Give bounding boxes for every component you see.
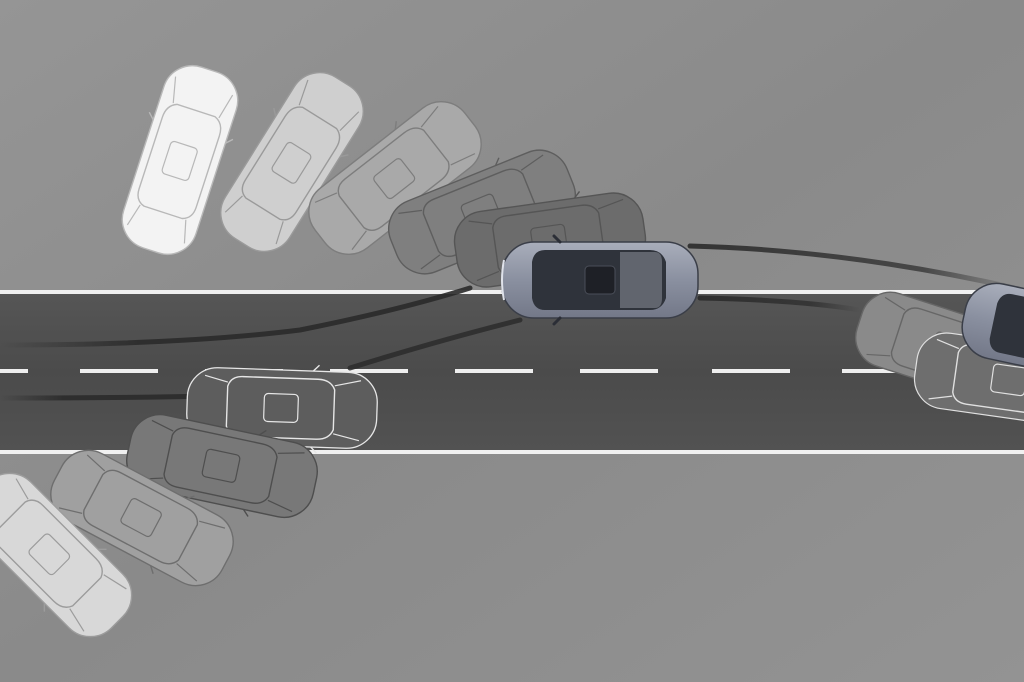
road-edge-line-bottom: [0, 450, 1024, 454]
right-car-dark: [961, 282, 1024, 388]
main-car: [501, 234, 699, 326]
lane-center-dashes: [0, 369, 920, 373]
